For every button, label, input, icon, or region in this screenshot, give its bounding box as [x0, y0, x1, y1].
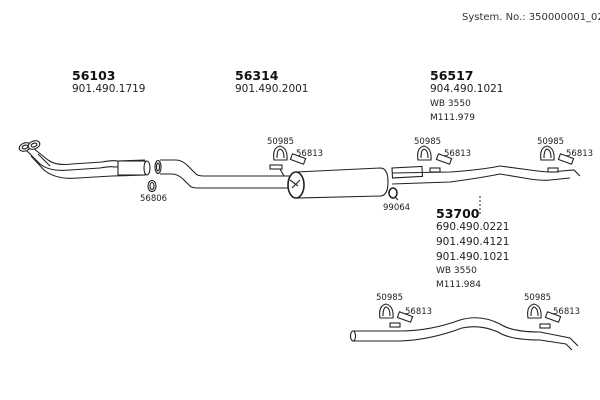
rubber-hanger-icon [417, 145, 432, 161]
part-number-middle-silencer[interactable]: 56314 [235, 68, 279, 83]
label-ring[interactable]: 56806 [140, 194, 168, 204]
alt-tail-pipe-drawing[interactable] [349, 317, 579, 351]
system-number: System. No.: 350000001_02 [462, 12, 600, 23]
part-number-tail-pipe[interactable]: 56517 [430, 68, 474, 83]
ref-alt-tail-pipe-3: 901.490.1021 [436, 251, 510, 263]
label-hanger-3[interactable]: 50985 [537, 137, 565, 147]
label-hanger-5[interactable]: 50985 [524, 293, 552, 303]
ref-alt-tail-pipe-2: 901.490.4121 [436, 236, 510, 248]
rubber-hanger-icon [540, 145, 555, 161]
label-hanger-2[interactable]: 50985 [414, 137, 442, 147]
ring-drawing[interactable] [147, 179, 157, 193]
part-number-front-pipe[interactable]: 56103 [72, 68, 116, 83]
tail-pipe-drawing[interactable] [391, 165, 581, 185]
clamp-drawing[interactable] [388, 187, 399, 201]
bracket-icon [396, 311, 414, 323]
hanger-set-1[interactable] [273, 145, 307, 165]
hanger-set-4[interactable] [379, 303, 414, 323]
label-bracket-4[interactable]: 56813 [405, 307, 433, 317]
label-bracket-1[interactable]: 56813 [296, 149, 324, 159]
hanger-set-3[interactable] [540, 145, 575, 165]
ref-alt-tail-pipe-4: WB 3550 [436, 266, 477, 276]
label-hanger-1[interactable]: 50985 [267, 137, 295, 147]
label-hanger-4[interactable]: 50985 [376, 293, 404, 303]
hanger-set-2[interactable] [417, 145, 453, 165]
label-bracket-5[interactable]: 56813 [553, 307, 581, 317]
hanger-set-5[interactable] [527, 303, 562, 323]
bracket-icon [289, 153, 307, 165]
bracket-icon [557, 153, 575, 165]
ref-middle-silencer: 901.490.2001 [235, 83, 309, 95]
ref-alt-tail-pipe-1: 690.490.0221 [436, 221, 510, 233]
ref-front-pipe: 901.490.1719 [72, 83, 146, 95]
label-bracket-3[interactable]: 56813 [566, 149, 594, 159]
ref-tail-pipe-3: M111.979 [430, 113, 475, 123]
rubber-hanger-icon [379, 303, 394, 319]
ref-tail-pipe-2: WB 3550 [430, 99, 471, 109]
ref-tail-pipe-1: 904.490.1021 [430, 83, 504, 95]
rubber-hanger-icon [527, 303, 542, 319]
label-bracket-2[interactable]: 56813 [444, 149, 472, 159]
middle-silencer-drawing[interactable] [154, 159, 424, 199]
bracket-icon [544, 311, 562, 323]
label-clamp[interactable]: 99064 [383, 203, 411, 213]
bracket-icon [435, 153, 453, 165]
rubber-hanger-icon [273, 145, 288, 161]
part-number-alt-tail-pipe[interactable]: 53700 [436, 206, 480, 221]
ref-alt-tail-pipe-5: M111.984 [436, 280, 481, 290]
front-pipe-drawing[interactable] [18, 139, 151, 179]
